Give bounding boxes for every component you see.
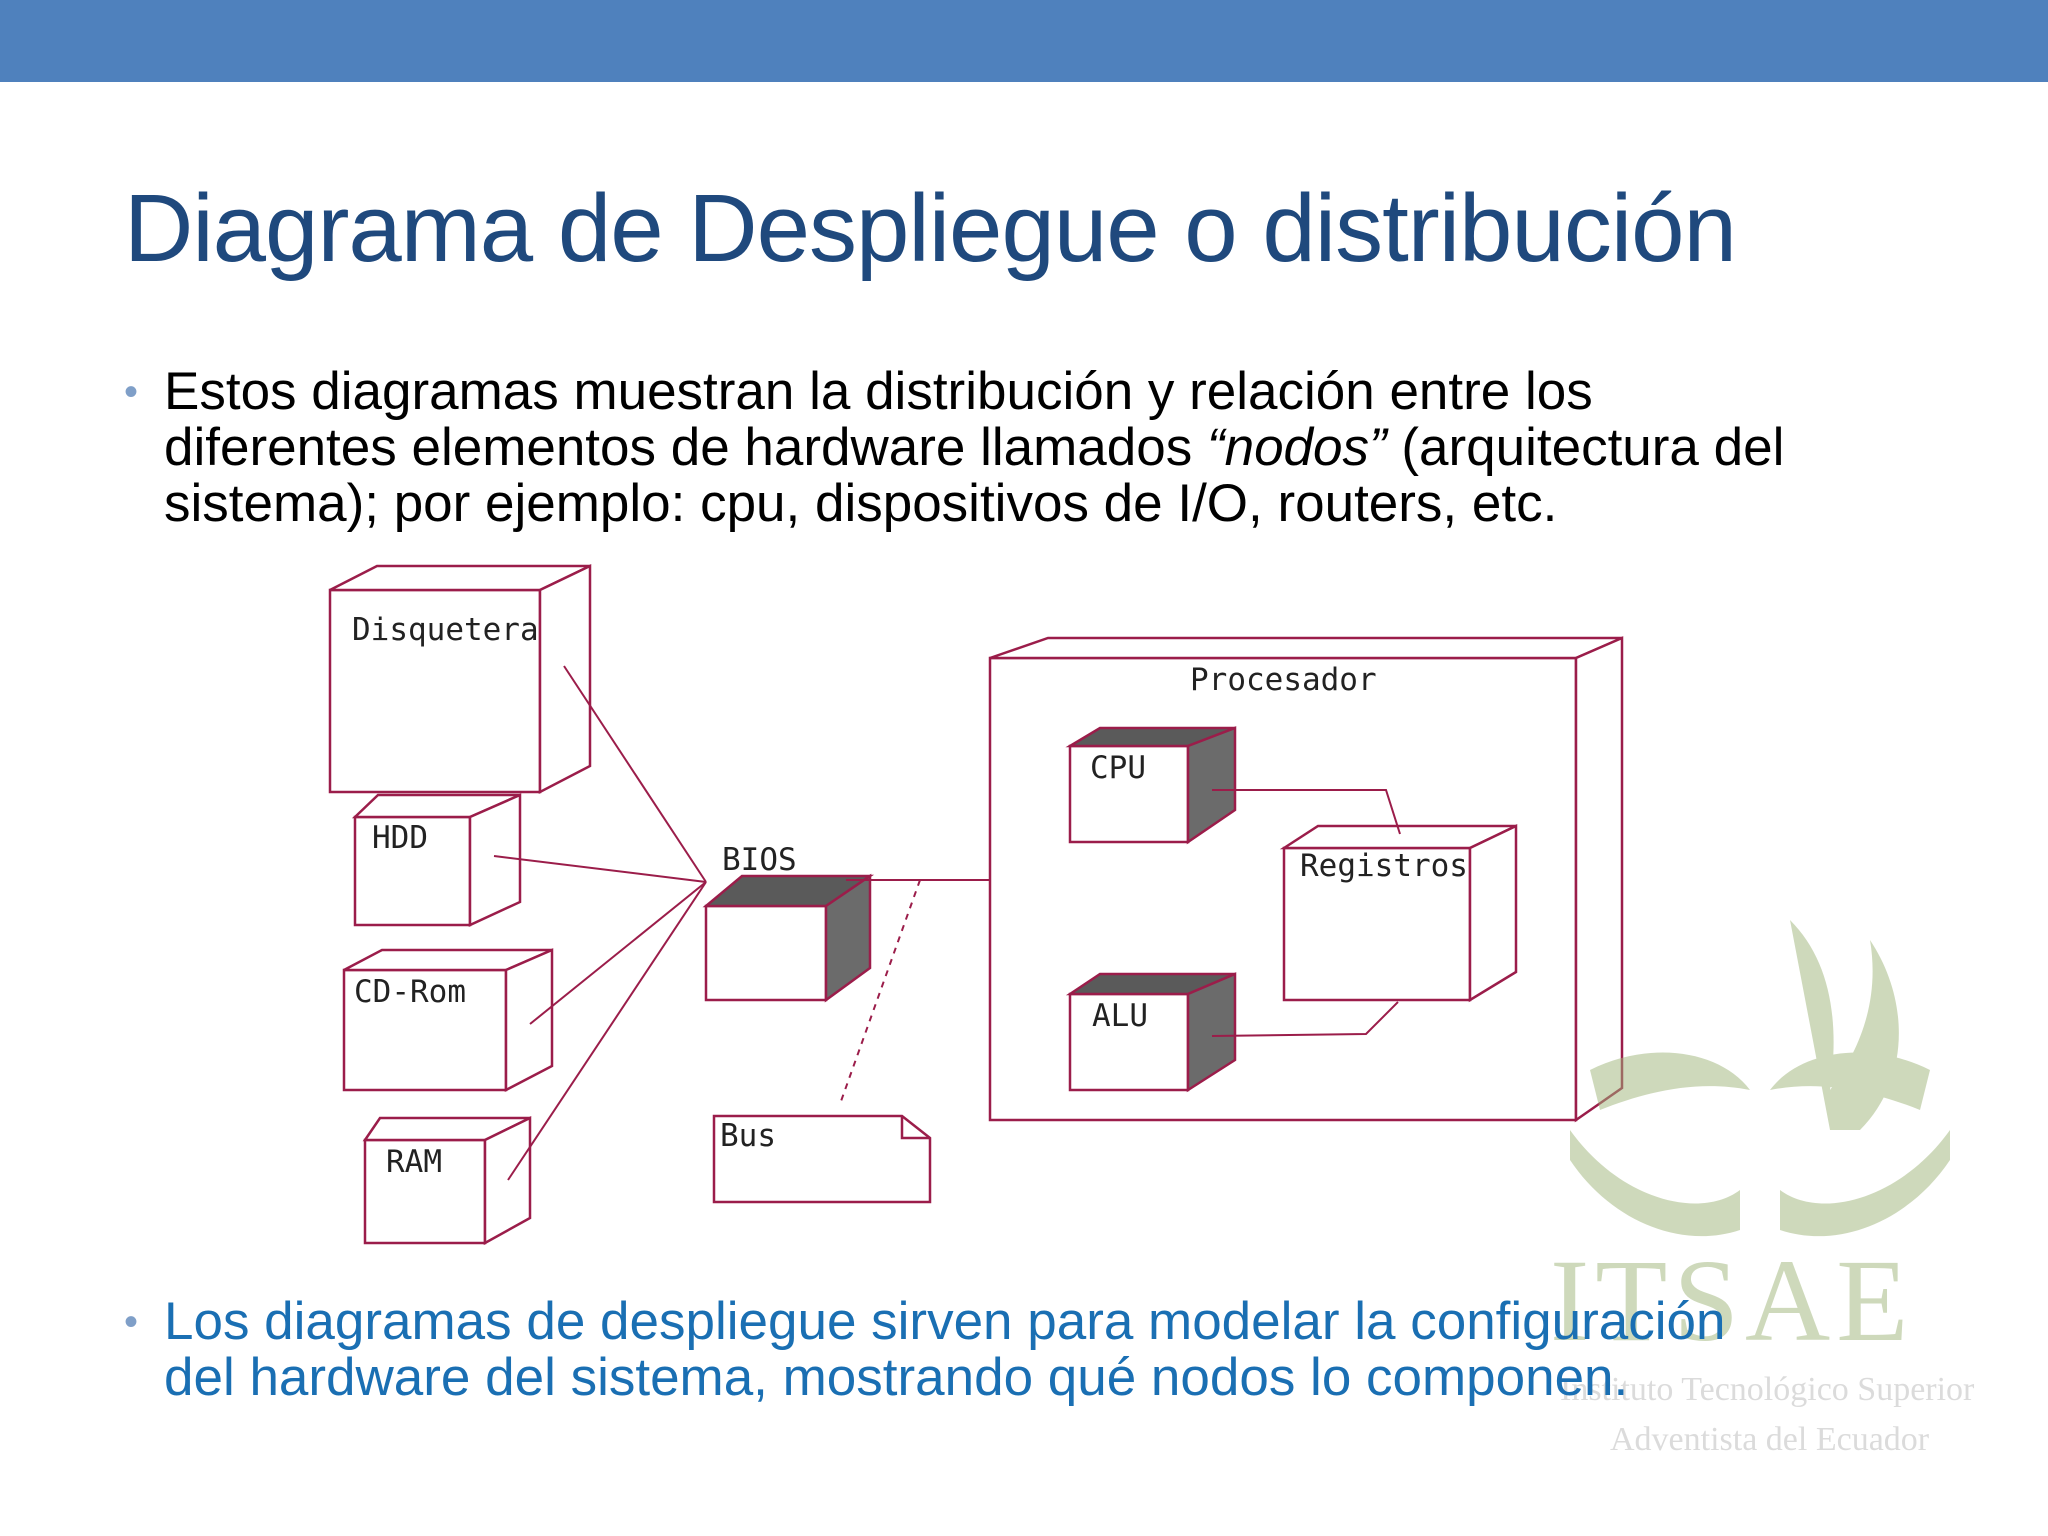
watermark-line-1: Instituto Tecnológico Superior [1560,1371,1975,1408]
bullet-1-line-3: sistema); por ejemplo: cpu, dispositivos… [164,474,1558,533]
node-bus [712,1114,932,1204]
bullet-1-emphasis: “nodos” [1206,418,1387,477]
label-bios: BIOS [722,842,797,878]
watermark-line-2: Adventista del Ecuador [1610,1421,1930,1458]
label-cdrom: CD-Rom [354,974,466,1010]
bullet-1-line-1: Estos diagramas muestran la distribución… [164,362,1593,421]
label-disquetera: Disquetera [352,612,539,648]
slide-title: Diagrama de Despliegue o distribución [124,175,1737,282]
itsae-watermark-logo: ITSAE Instituto Tecnológico Superior Adv… [1550,920,1975,1458]
top-banner [0,0,2048,82]
bullet-1-line-2: diferentes elementos de hardware llamado… [164,418,1785,477]
label-registros: Registros [1300,848,1468,884]
node-registros [1279,824,1518,1003]
label-bus: Bus [720,1118,776,1154]
bullet-dot-icon: • [124,370,139,414]
label-cpu: CPU [1090,750,1146,786]
label-hdd: HDD [372,820,428,856]
label-ram: RAM [386,1144,442,1180]
node-hdd [351,793,522,927]
watermark-acronym: ITSAE [1550,1235,1914,1366]
node-cdrom [342,948,554,1093]
bullet-2-line-2: del hardware del sistema, mostrando qué … [164,1348,1629,1407]
node-ram [362,1115,532,1246]
node-bios [702,873,875,1003]
connection-lines [493,665,1401,1181]
node-disquetera [328,564,592,795]
deployment-diagram: Disquetera HDD CD-Rom RAM BIOS Bus Proce… [328,564,1624,1246]
bullet-dot-icon: • [124,1300,139,1344]
node-alu [1065,972,1237,1093]
bullet-2-line-1: Los diagramas de despliegue sirven para … [164,1292,1726,1351]
label-procesador: Procesador [1190,662,1377,698]
node-cpu [1065,726,1237,845]
label-alu: ALU [1092,998,1148,1034]
